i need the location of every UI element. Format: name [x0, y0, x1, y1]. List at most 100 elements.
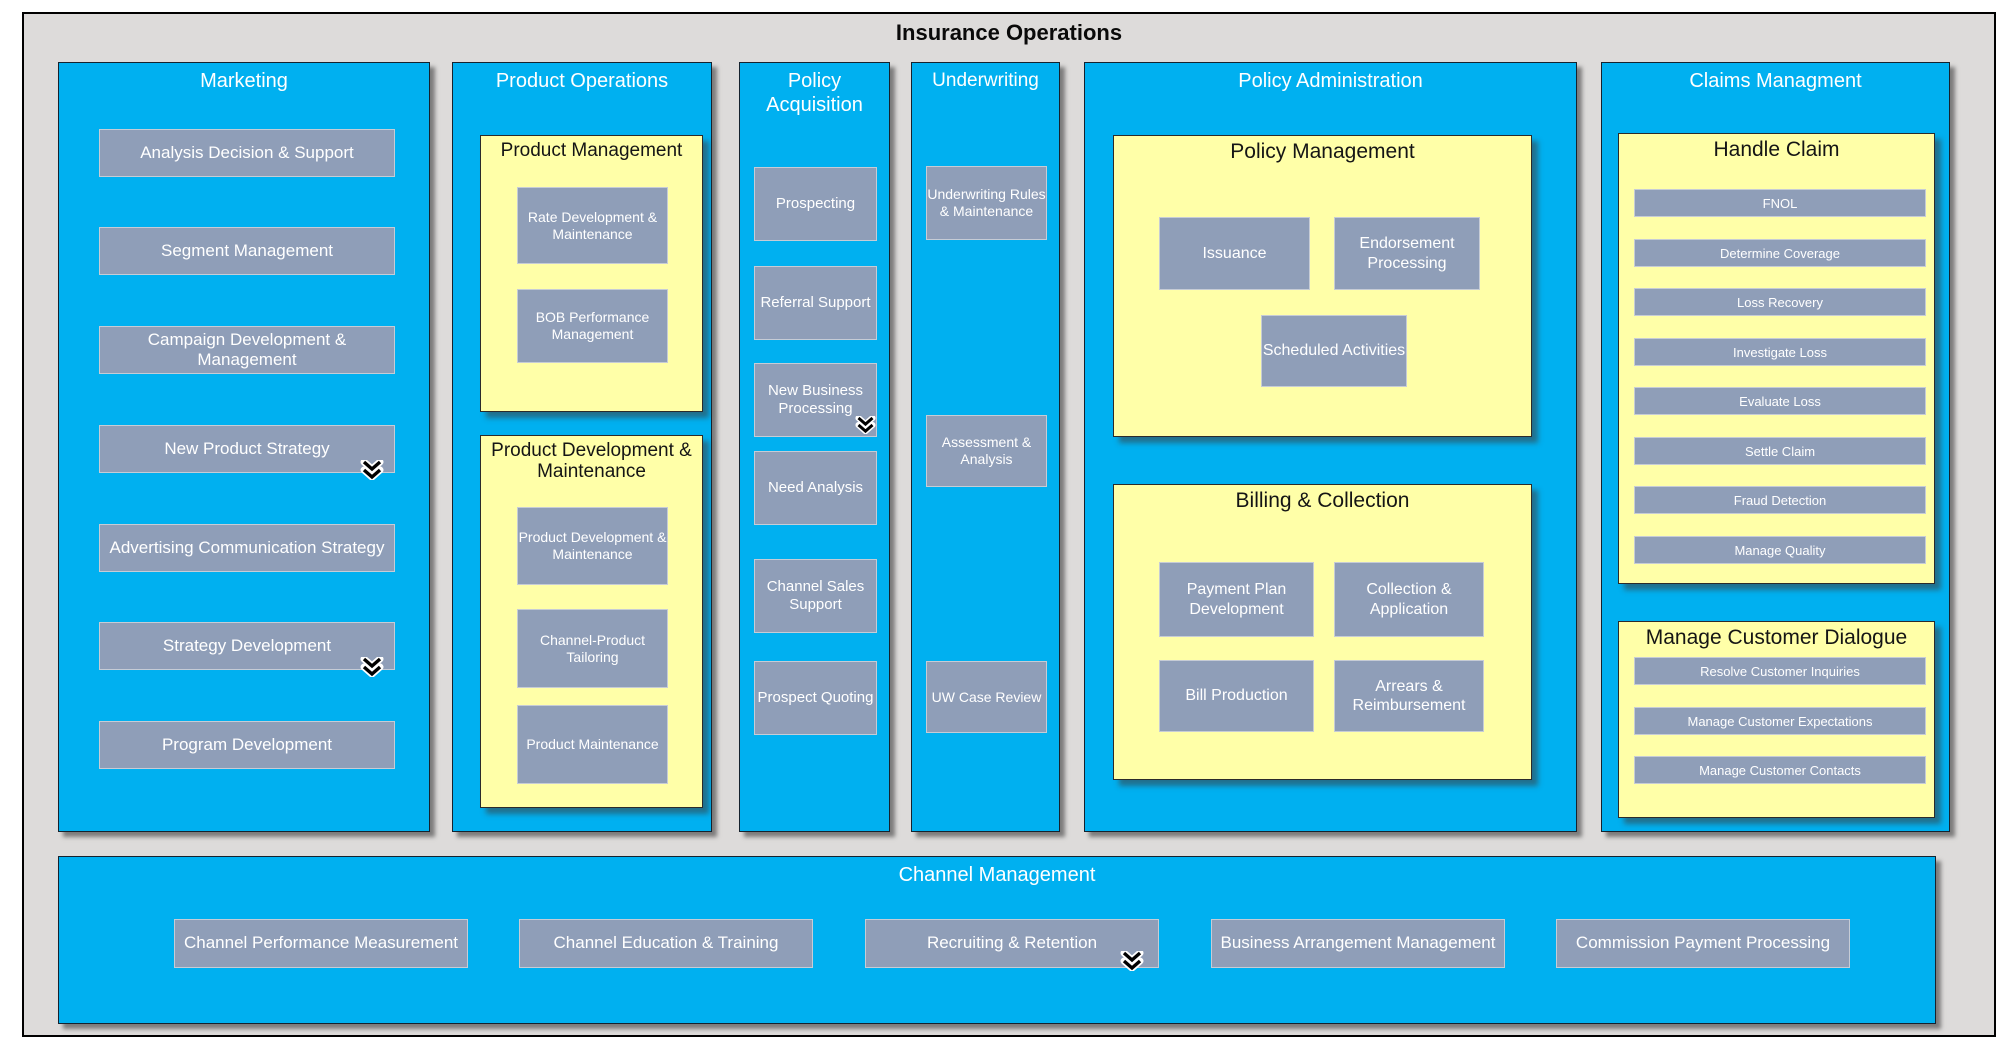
capability-box: Channel Performance Measurement [174, 919, 468, 968]
capability-box: Assessment & Analysis [926, 415, 1047, 487]
capability-label: UW Case Review [931, 688, 1042, 705]
capability-label: Issuance [1202, 244, 1267, 262]
group-title: Product Management [500, 140, 683, 161]
capability-box: Prospect Quoting [754, 661, 877, 735]
group-title: Product Development & Maintenance [491, 440, 692, 483]
capability-box: Investigate Loss [1634, 338, 1926, 366]
column-title: Product Operations [495, 70, 669, 92]
capability-box: Channel Education & Training [519, 919, 813, 968]
group-manage-customer-dialogue: Manage Customer Dialogue Resolve Custome… [1618, 621, 1935, 818]
capability-box: Prospecting [754, 167, 877, 241]
capability-box: Business Arrangement Management [1211, 919, 1505, 968]
capability-label: Channel-Product Tailoring [539, 631, 646, 665]
capability-box: UW Case Review [926, 661, 1047, 733]
capability-label: Prospecting [775, 195, 856, 212]
capability-label: New Business Processing [767, 382, 864, 417]
capability-label: Endorsement Processing [1359, 235, 1455, 272]
capability-box: Product Development & Maintenance [517, 507, 668, 585]
group-product-management: Product Management Rate Development & Ma… [480, 135, 703, 412]
capability-box: Endorsement Processing [1334, 217, 1480, 290]
column-title: Underwriting [932, 70, 1039, 91]
capability-label: Product Maintenance [526, 736, 659, 753]
capability-box: Strategy Development [99, 622, 395, 677]
capability-label: Channel Education & Training [553, 933, 779, 953]
capability-box: Settle Claim [1634, 437, 1926, 465]
capability-label: Payment Plan Development [1186, 581, 1287, 618]
capability-label: Loss Recovery [1737, 294, 1823, 310]
capability-box: Need Analysis [754, 451, 877, 525]
capability-label: Assessment & Analysis [941, 434, 1032, 467]
capability-label: Scheduled Activities [1262, 342, 1406, 360]
capability-box: Campaign Development & Management [99, 326, 395, 374]
column-underwriting: Underwriting Underwriting Rules & Mainte… [911, 62, 1060, 832]
capability-label: Arrears & Reimbursement [1352, 677, 1466, 714]
capability-box: Manage Customer Expectations [1634, 707, 1926, 735]
capability-box: Determine Coverage [1634, 239, 1926, 267]
capability-box: Manage Quality [1634, 536, 1926, 564]
capability-box: Collection & Application [1334, 562, 1484, 637]
capability-label: Business Arrangement Management [1220, 933, 1496, 953]
capability-label: Recruiting & Retention [926, 933, 1098, 953]
capability-box: Fraud Detection [1634, 486, 1926, 514]
column-product-operations: Product Operations Product Management Ra… [452, 62, 712, 832]
capability-box: Recruiting & Retention [865, 919, 1159, 971]
chevron-double-down-icon [360, 460, 384, 480]
capability-label: Advertising Communication Strategy [109, 537, 385, 557]
capability-box: Underwriting Rules & Maintenance [926, 166, 1047, 240]
capability-label: Bill Production [1185, 687, 1288, 705]
column-title: Policy Acquisition [766, 70, 863, 116]
capability-label: Determine Coverage [1720, 245, 1840, 261]
capability-label: Product Development & Maintenance [518, 529, 667, 562]
capability-label: Prospect Quoting [757, 689, 874, 706]
capability-label: New Product Strategy [164, 438, 330, 458]
group-billing-collection: Billing & Collection Payment Plan Develo… [1113, 484, 1532, 780]
capability-label: Manage Customer Contacts [1699, 762, 1861, 778]
page-title: Insurance Operations [895, 20, 1123, 45]
capability-box: New Product Strategy [99, 425, 395, 480]
group-policy-management: Policy Management Issuance Endorsement P… [1113, 135, 1532, 437]
capability-box: Resolve Customer Inquiries [1634, 657, 1926, 685]
capability-label: Campaign Development & Management [147, 329, 347, 369]
column-policy-acquisition: Policy Acquisition Prospecting Referral … [739, 62, 890, 832]
column-title: Marketing [200, 70, 288, 92]
capability-box: Evaluate Loss [1634, 387, 1926, 415]
capability-label: Settle Claim [1744, 443, 1816, 459]
capability-label: Evaluate Loss [1739, 393, 1821, 409]
capability-box: Bill Production [1159, 660, 1314, 732]
capability-box: FNOL [1634, 189, 1926, 217]
column-title: Policy Administration [1238, 70, 1423, 92]
capability-box: Channel Sales Support [754, 559, 877, 633]
capability-box: Channel-Product Tailoring [517, 609, 668, 688]
capability-box: Advertising Communication Strategy [99, 524, 395, 572]
capability-box: Issuance [1159, 217, 1310, 290]
capability-label: Investigate Loss [1733, 344, 1827, 360]
capability-label: BOB Performance Management [535, 309, 650, 342]
capability-label: Need Analysis [767, 479, 864, 496]
column-title: Channel Management [898, 864, 1096, 886]
capability-box: Rate Development & Maintenance [517, 187, 668, 264]
capability-box: Payment Plan Development [1159, 562, 1314, 637]
group-product-development-maintenance: Product Development & Maintenance Produc… [480, 435, 703, 808]
capability-label: Referral Support [760, 294, 871, 311]
capability-label: Resolve Customer Inquiries [1700, 663, 1860, 679]
capability-label: Analysis Decision & Support [140, 142, 354, 162]
capability-box: Arrears & Reimbursement [1334, 660, 1484, 732]
capability-label: Rate Development & Maintenance [527, 208, 658, 242]
group-title: Handle Claim [1713, 138, 1840, 161]
capability-label: Strategy Development [162, 635, 332, 655]
capability-box: Scheduled Activities [1261, 315, 1407, 387]
capability-box: Loss Recovery [1634, 288, 1926, 316]
capability-label: Program Development [161, 734, 333, 754]
column-marketing: Marketing Analysis Decision & Support Se… [58, 62, 430, 832]
capability-label: Manage Customer Expectations [1687, 713, 1873, 729]
capability-label: Collection & Application [1366, 581, 1452, 618]
capability-box: Manage Customer Contacts [1634, 756, 1926, 784]
capability-box: Commission Payment Processing [1556, 919, 1850, 968]
capability-box: Analysis Decision & Support [99, 129, 395, 177]
capability-box: BOB Performance Management [517, 289, 668, 363]
column-claims-management: Claims Managment Handle Claim FNOL Deter… [1601, 62, 1950, 832]
capability-box: Segment Management [99, 227, 395, 275]
capability-box: Referral Support [754, 266, 877, 340]
band-channel-management: Channel Management Channel Performance M… [58, 856, 1936, 1024]
